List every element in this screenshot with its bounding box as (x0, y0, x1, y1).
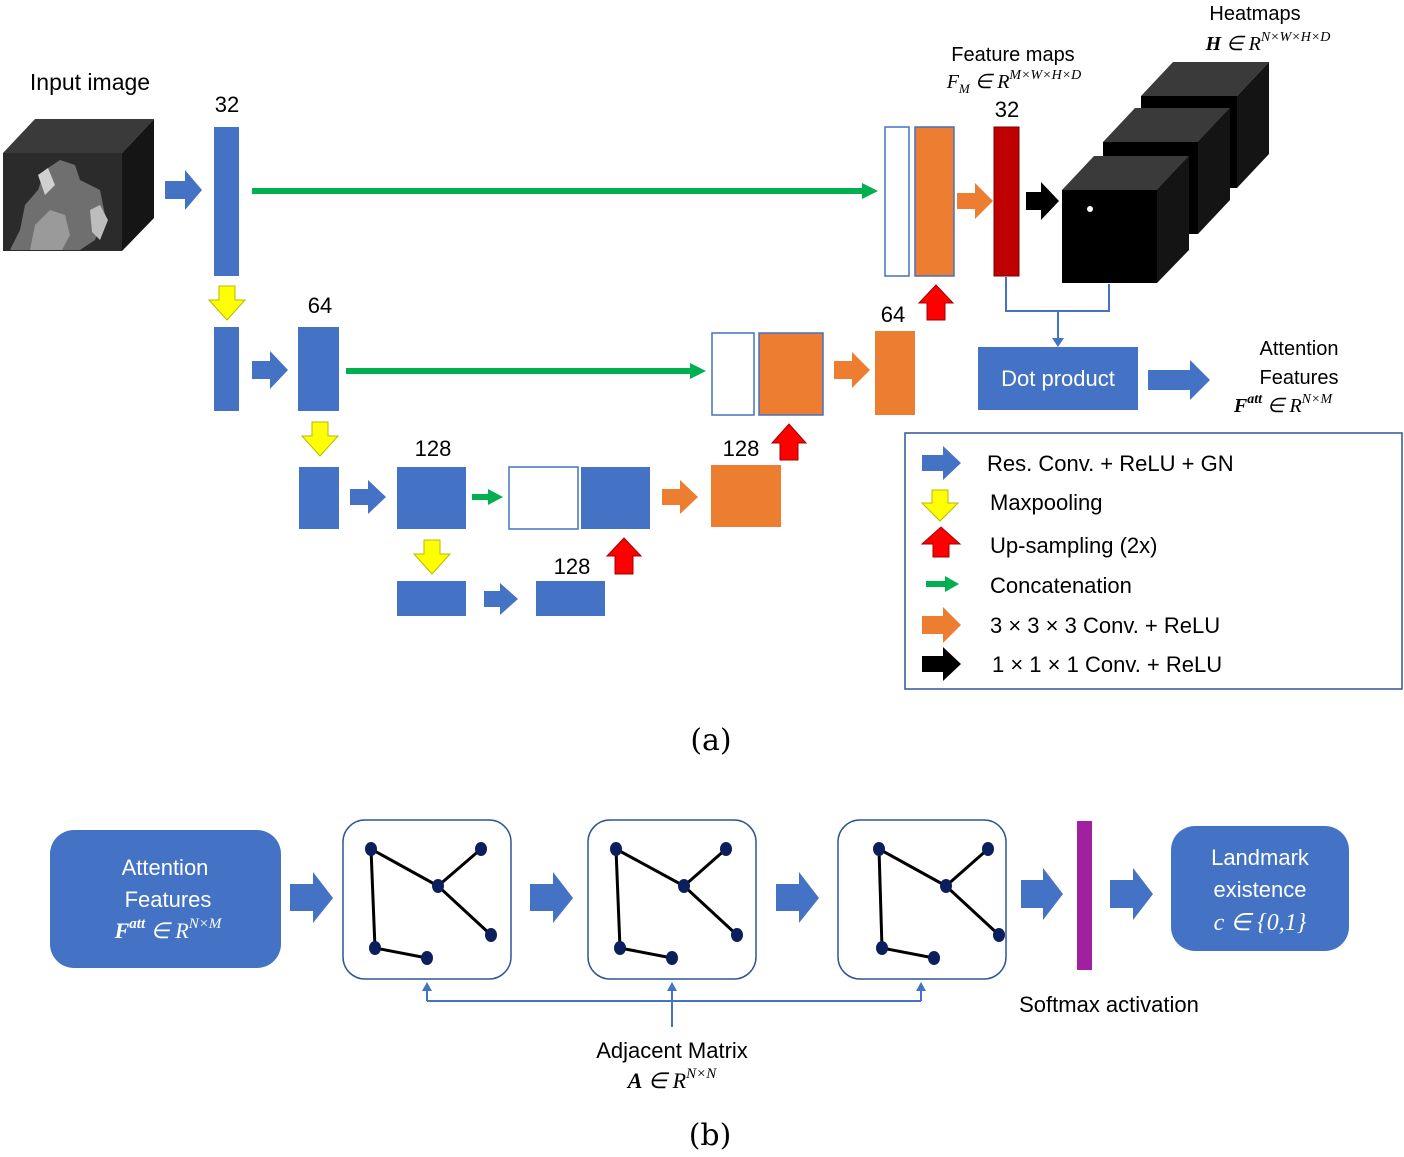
res-conv-arrow (776, 872, 819, 923)
skip-connection-l2 (346, 363, 706, 379)
input-image-label: Input image (30, 69, 150, 95)
maxpool-arrow (207, 285, 247, 321)
legend-item-concatenation: Concatenation (990, 573, 1132, 598)
res-conv-arrow (252, 351, 288, 389)
res-conv-arrow (1110, 868, 1153, 920)
orange-arrow-icon (922, 607, 961, 643)
dot-product-box (978, 347, 1138, 410)
adjacent-matrix-formula: A ∈ RN×N (626, 1066, 717, 1093)
attention-box-formula: Fatt ∈ RN×M (114, 916, 223, 943)
softmax-label: Softmax activation (1019, 992, 1199, 1017)
res-conv-arrow (290, 872, 333, 923)
attention-features-box (50, 830, 281, 968)
feature-map-block (993, 126, 1020, 277)
adjacent-matrix-connector (426, 990, 922, 1027)
concat-white-block-l2 (711, 332, 755, 416)
channel-label-32: 32 (215, 92, 239, 117)
attention-label-line1: Attention (1260, 338, 1339, 360)
dec-l2-upsampled-block (758, 332, 824, 416)
legend-item-maxpooling: Maxpooling (990, 490, 1103, 515)
dot-product-connector (1005, 277, 1110, 340)
enc-l3-pooled-block (299, 467, 339, 529)
concat-white-block-l1 (884, 126, 910, 277)
skip-connection-l3 (472, 489, 503, 505)
channel-label-128-dec: 128 (723, 436, 760, 461)
res-conv-arrow (165, 170, 202, 210)
conv3-arrow (662, 480, 698, 514)
dot-product-label: Dot product (1001, 366, 1115, 391)
attention-label-line2: Features (1260, 367, 1339, 389)
channel-label-32-out: 32 (995, 97, 1019, 122)
res-conv-arrow (1148, 360, 1210, 400)
channel-label-128: 128 (415, 436, 452, 461)
caption-b: (b) (689, 1118, 732, 1153)
black-arrow-icon (922, 647, 961, 681)
attention-box-line1: Attention (122, 855, 209, 880)
dec-l3-conv-block (711, 465, 781, 527)
maxpool-arrow (412, 539, 452, 575)
heatmaps-label: Heatmaps (1209, 3, 1300, 25)
graph-layer-1 (342, 819, 512, 980)
attention-formula: Fatt ∈ RN×M (1233, 392, 1334, 417)
red-up-arrow-icon (920, 526, 962, 558)
legend-item-res-conv: Res. Conv. + ReLU + GN (987, 451, 1234, 476)
enc-l3-block (397, 467, 466, 529)
bottleneck-block (536, 581, 605, 616)
conv3-arrow (834, 352, 870, 388)
heatmap-cubes (1062, 62, 1269, 283)
res-conv-arrow (350, 480, 386, 514)
graph-layer-3 (837, 819, 1007, 980)
landmark-formula: c ∈ {0,1} (1214, 910, 1307, 936)
feature-maps-formula: FM ∈ RM×W×H×D (946, 68, 1082, 96)
landmark-existence-box (1171, 826, 1349, 951)
conv1-arrow (1026, 182, 1059, 220)
channel-label-64: 64 (308, 293, 332, 318)
yellow-down-arrow-icon (920, 489, 960, 522)
legend-item-conv3: 3 × 3 × 3 Conv. + ReLU (990, 613, 1220, 638)
upsample-arrow (605, 537, 643, 575)
dec-l1-block (914, 126, 955, 277)
legend: Res. Conv. + ReLU + GN Maxpooling Up-sam… (904, 432, 1403, 690)
blue-arrow-icon (922, 446, 961, 480)
maxpool-arrow (300, 421, 340, 457)
graph-layer-2 (587, 819, 757, 980)
adjacent-matrix-label: Adjacent Matrix (596, 1038, 748, 1063)
concat-white-block-l3 (508, 466, 579, 530)
heatmaps-formula: H ∈ RN×W×H×D (1205, 30, 1331, 55)
attention-box-line2: Features (125, 887, 212, 912)
res-conv-arrow (484, 583, 518, 615)
dec-l2-conv-block (875, 331, 915, 415)
caption-a: (a) (690, 723, 731, 758)
feature-maps-label: Feature maps (951, 44, 1074, 66)
upsample-arrow (770, 423, 808, 461)
landmark-line1: Landmark (1211, 845, 1310, 870)
upsample-arrow (917, 284, 955, 321)
res-conv-arrow (530, 872, 573, 923)
green-arrow-icon (926, 576, 959, 592)
channel-label-64-dec: 64 (881, 302, 905, 327)
conv3-arrow (957, 183, 993, 219)
skip-connection-l1 (252, 183, 878, 199)
legend-item-upsampling: Up-sampling (2x) (990, 533, 1158, 558)
input-image-cube (3, 119, 154, 251)
enc-l2-block (298, 327, 339, 411)
res-conv-arrow (1021, 868, 1063, 920)
dec-l3-upsampled-block (581, 467, 650, 529)
enc-l2-pooled-block (214, 327, 239, 411)
softmax-bar (1077, 821, 1092, 970)
enc-l1-block (214, 127, 239, 276)
landmark-line2: existence (1214, 877, 1307, 902)
enc-l4-pooled-block (397, 581, 466, 616)
legend-item-conv1: 1 × 1 × 1 Conv. + ReLU (992, 652, 1222, 677)
channel-label-128-bottleneck: 128 (554, 554, 591, 579)
